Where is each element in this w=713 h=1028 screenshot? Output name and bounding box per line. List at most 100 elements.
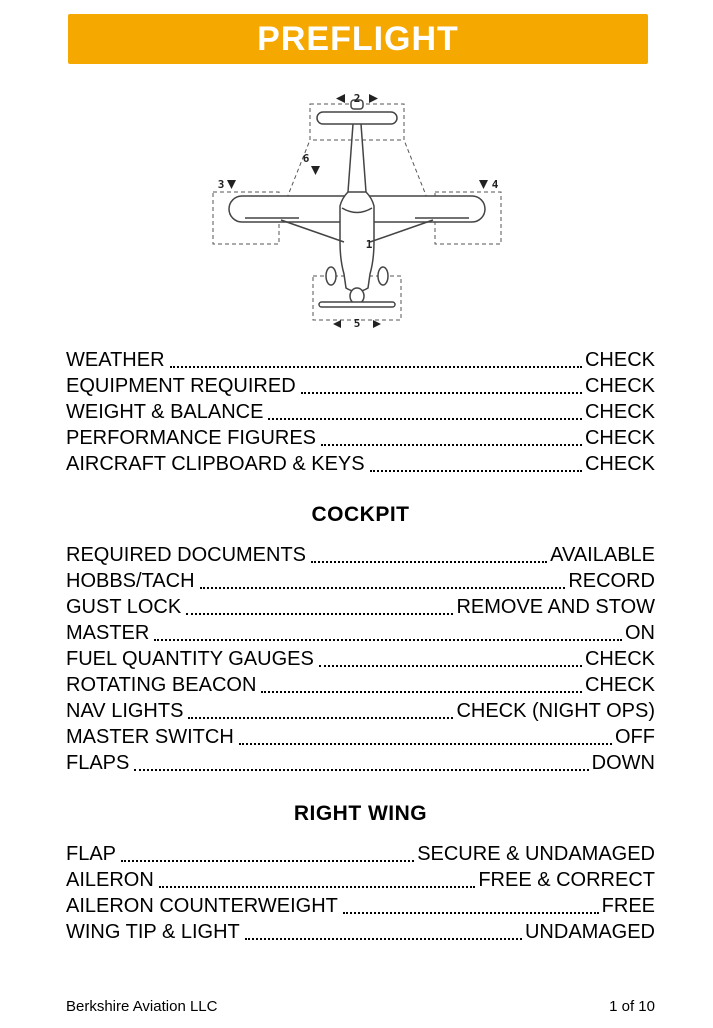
right-wing-strut [369,219,433,243]
dotted-leader [238,743,612,745]
checklist-item-value: CHECK [584,349,655,371]
aircraft-top-view-drawing: 2 6 3 4 1 5 [212,92,501,328]
checklist-item-label: MASTER SWITCH [66,726,234,748]
dotted-leader [134,769,589,771]
dotted-leader [188,717,454,719]
arrow-icon [335,94,345,103]
fuselage-right-edge [359,123,367,193]
aircraft-walkaround-diagram: 2 6 3 4 1 5 [0,90,713,333]
checklist-item-label: AIRCRAFT CLIPBOARD & KEYS [66,453,365,475]
checklist-item-value: RECORD [568,570,655,592]
checklist-item: FLAPS DOWN [66,750,655,776]
checklist-item-value: ON [625,622,655,644]
checklist-item-value: CHECK [584,648,655,670]
arrow-icon [478,180,488,189]
rudder-top [349,99,364,110]
checklist-content: WEATHER CHECK EQUIPMENT REQUIRED CHECK W… [0,347,713,945]
dotted-leader [311,561,548,563]
checklist-item-value: CHECK [584,375,655,397]
station-number: 1 [365,238,372,251]
checklist-item: EQUIPMENT REQUIRED CHECK [66,373,655,399]
checklist-item-label: MASTER [66,622,150,644]
checklist-item: MASTER SWITCH OFF [66,724,655,750]
fuselage-left-edge [346,123,354,193]
station-number: 5 [353,317,360,328]
arrow-icon [332,320,341,328]
checklist-item-value: SECURE & UNDAMAGED [417,843,655,865]
page-footer: Berkshire Aviation LLC 1 of 10 [66,998,655,1015]
dotted-leader [318,665,582,667]
propeller [317,301,396,308]
dotted-leader [169,366,582,368]
checklist-item-label: WEIGHT & BALANCE [66,401,264,423]
checklist-item: MASTER ON [66,620,655,646]
station-number: 4 [491,178,498,191]
dotted-leader [121,860,415,862]
checklist-item-value: REMOVE AND STOW [456,596,655,618]
checklist-item-label: FLAPS [66,752,130,774]
checklist-item: REQUIRED DOCUMENTS AVAILABLE [66,542,655,568]
dotted-leader [321,444,582,446]
checklist-item-label: GUST LOCK [66,596,182,618]
dotted-leader [261,691,582,693]
checklist-item-value: CHECK [584,674,655,696]
station-number: 3 [217,178,224,191]
checklist-item-value: UNDAMAGED [524,921,655,943]
checklist-item-value: FREE & CORRECT [478,869,655,891]
checklist-item-label: AILERON COUNTERWEIGHT [66,895,338,917]
section-right-wing-items: FLAP SECURE & UNDAMAGED AILERON FREE & C… [66,841,655,945]
horizontal-stabilizer [315,111,398,125]
dotted-leader [300,392,582,394]
checklist-item-value: DOWN [591,752,655,774]
checklist-item: FUEL QUANTITY GAUGES CHECK [66,646,655,672]
checklist-item: GUST LOCK REMOVE AND STOW [66,594,655,620]
checklist-item: NAV LIGHTS CHECK (NIGHT OPS) [66,698,655,724]
checklist-item: WEIGHT & BALANCE CHECK [66,399,655,425]
footer-company-name: Berkshire Aviation LLC [66,998,218,1015]
arrow-icon [368,94,378,103]
section-cockpit-items: REQUIRED DOCUMENTS AVAILABLE HOBBS/TACH … [66,542,655,776]
section-heading-cockpit: COCKPIT [311,503,410,526]
left-main-wheel [324,266,337,286]
section-preflight-items: WEATHER CHECK EQUIPMENT REQUIRED CHECK W… [66,347,655,477]
checklist-item-label: ROTATING BEACON [66,674,257,696]
section-heading-right-wing: RIGHT WING [293,802,428,825]
checklist-item-value: CHECK (NIGHT OPS) [456,700,655,722]
checklist-item-value: OFF [615,726,655,748]
footer-page-number: 1 of 10 [609,998,655,1015]
checklist-item-label: AILERON [66,869,154,891]
checklist-item: ROTATING BEACON CHECK [66,672,655,698]
checklist-item-value: FREE [601,895,655,917]
tail-inspection-box [309,103,404,141]
page-title: PREFLIGHT [257,20,459,58]
checklist-item-label: WING TIP & LIGHT [66,921,240,943]
checklist-item-label: FLAP [66,843,117,865]
checklist-item: FLAP SECURE & UNDAMAGED [66,841,655,867]
dotted-leader [154,639,622,641]
dotted-leader [342,912,599,914]
checklist-item-value: CHECK [584,401,655,423]
dotted-leader [244,938,522,940]
left-wing-strut [280,219,344,243]
arrow-icon [310,166,320,175]
checklist-item: WING TIP & LIGHT UNDAMAGED [66,919,655,945]
checklist-item-label: REQUIRED DOCUMENTS [66,544,307,566]
checklist-item-label: EQUIPMENT REQUIRED [66,375,296,397]
checklist-item: WEATHER CHECK [66,347,655,373]
arrow-icon [226,180,236,189]
windshield [341,207,372,214]
checklist-item: PERFORMANCE FIGURES CHECK [66,425,655,451]
checklist-item: HOBBS/TACH RECORD [66,568,655,594]
checklist-item-label: NAV LIGHTS [66,700,184,722]
arrow-icon [372,320,381,328]
checklist-item: AIRCRAFT CLIPBOARD & KEYS CHECK [66,451,655,477]
checklist-item-value: CHECK [584,427,655,449]
checklist-item-label: FUEL QUANTITY GAUGES [66,648,314,670]
checklist-item-label: WEATHER [66,349,165,371]
dotted-leader [268,418,582,420]
checklist-item: AILERON FREE & CORRECT [66,867,655,893]
checklist-item-value: AVAILABLE [550,544,655,566]
station-number: 2 [353,92,360,105]
dotted-leader [186,613,454,615]
checklist-item-label: HOBBS/TACH [66,570,195,592]
